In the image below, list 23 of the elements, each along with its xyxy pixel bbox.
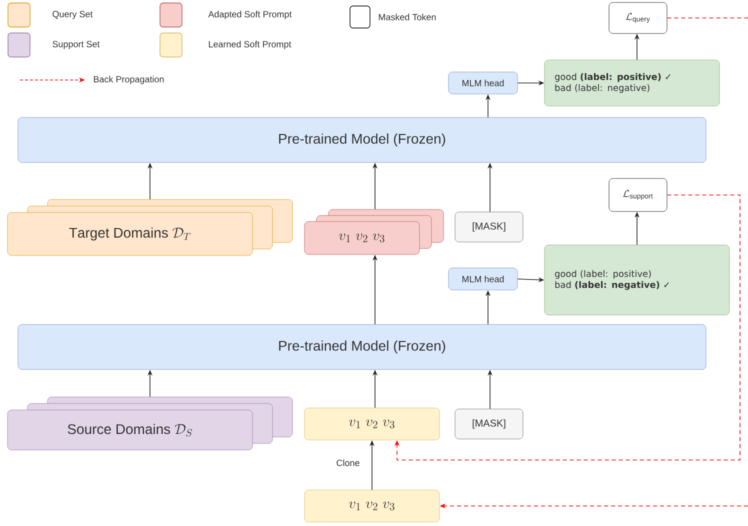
mlm-head-box: MLM head [448,72,518,94]
legend-label: Back Propagation [94,76,164,84]
legend-label: Adapted Soft Prompt [208,10,292,20]
loss-box: $\mathcal{L}_{\mathrm{support}}$ [608,178,668,212]
model-box: Pre-trained Model (Frozen) [18,324,706,370]
model-box: Pre-trained Model (Frozen) [18,117,706,163]
legend-label: Learned Soft Prompt [208,40,292,50]
mask-token-box: [MASK] [454,212,524,242]
stacked-prompt-box: $v_1\ v_2\ v_3$ [304,209,444,255]
arrow [394,194,740,460]
legend-label: Support Set [52,40,100,50]
prediction-box: good (label: positive) ✓ bad (label: negative) [544,60,720,106]
loss-box: $\mathcal{L}_{\mathrm{query}}$ [608,2,668,34]
legend-label: Query Set [52,10,93,20]
prompt-box: $v_1\ v_2\ v_3$ [304,490,440,522]
stacked-domain-box: $\mathrm{Source\ Domains}\ \mathcal{D}_S$ [7,396,293,450]
edge-label: Clone [335,458,361,468]
prompt-box: $v_1\ v_2\ v_3$ [304,408,440,440]
stacked-domain-box: $\mathrm{Target\ Domains}\ \mathcal{D}_T$ [7,199,293,256]
legend-label: Masked Token [378,14,436,20]
mask-token-box: [MASK] [454,408,524,440]
prediction-box: good (label: positive) bad (label: negative) ✓ [544,244,730,316]
mlm-head-box: MLM head [448,268,518,290]
